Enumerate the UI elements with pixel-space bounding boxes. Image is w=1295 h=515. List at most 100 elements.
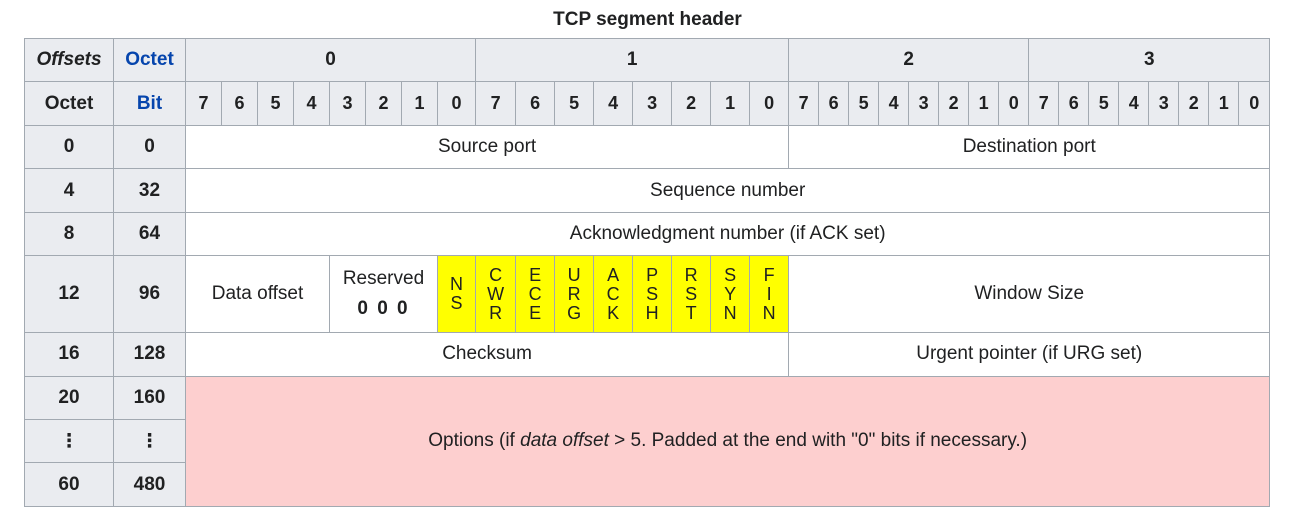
row-options-end: 60 480 [24, 462, 1270, 507]
row-bit: ⋮ [113, 418, 186, 464]
reserved-label: Reserved [342, 268, 425, 290]
bit-header: 1 [968, 81, 1000, 126]
flag-letter: S [685, 283, 698, 304]
sequence-number-field: Sequence number [184, 168, 1271, 213]
flag-letter: U [567, 264, 581, 285]
flag-letter: C [606, 283, 620, 304]
bit-link[interactable]: Bit [136, 92, 163, 114]
row-bit: 32 [113, 168, 186, 213]
bit-header: 5 [554, 81, 595, 126]
flag-letter: S [724, 264, 737, 285]
bit-header: 7 [475, 81, 517, 126]
row-options-start: 20 160 Options (if data offset > 5. Padd… [24, 375, 1271, 508]
window-size-field: Window Size [788, 255, 1271, 334]
bit-header: 6 [515, 81, 556, 126]
octet-1-header: 1 [475, 37, 790, 83]
bit-header: 4 [593, 81, 634, 126]
bit-header: 6 [1058, 81, 1090, 126]
header-row-octets: Offsets Octet 0 1 2 3 [24, 37, 1271, 83]
flag-letter: R [684, 264, 698, 285]
ack-number-field: Acknowledgment number (if ACK set) [184, 211, 1271, 257]
bit-header: 2 [938, 81, 970, 126]
offsets-label: Offsets [36, 49, 102, 71]
octet-link-header[interactable]: Octet [113, 37, 186, 83]
bit-header: 0 [1238, 81, 1271, 126]
flag-letter: C [528, 283, 542, 304]
flag-letter: E [529, 264, 542, 285]
reserved-value: 0 0 0 [357, 298, 410, 320]
row-ports: 0 0 Source port Destination port [24, 124, 1271, 170]
row-ack: 8 64 Acknowledgment number (if ACK set) [24, 211, 1271, 257]
options-field: Options (if data offset > 5. Padded at t… [184, 375, 1271, 508]
row-bit: 160 [113, 375, 186, 420]
bit-header: 2 [671, 81, 712, 126]
bit-header: 6 [818, 81, 850, 126]
bit-header: 6 [221, 81, 258, 126]
row-options-ellipsis: ⋮ ⋮ [24, 418, 1270, 464]
flag-letter: Y [724, 283, 737, 304]
reserved-field: Reserved 0 0 0 [329, 255, 438, 334]
checksum-field: Checksum [184, 332, 790, 377]
row-bit: 128 [113, 332, 186, 377]
flag-letter: R [489, 302, 503, 323]
row-bit: 96 [113, 255, 186, 334]
table-caption: TCP segment header [553, 9, 742, 30]
row-octet: 8 [24, 211, 114, 257]
flag-letter: N [762, 302, 776, 323]
flag-letter: C [489, 264, 503, 285]
flag-letter: F [763, 264, 775, 285]
row-octet: 16 [24, 332, 114, 377]
octet-3-header: 3 [1028, 37, 1271, 83]
flag-letter: A [607, 264, 620, 285]
urgent-pointer-field: Urgent pointer (if URG set) [788, 332, 1271, 377]
bit-header: 3 [632, 81, 673, 126]
bit-header: 1 [401, 81, 438, 126]
row-checksum: 16 128 Checksum Urgent pointer (if URG s… [24, 332, 1271, 377]
flag-letter: H [645, 302, 659, 323]
octet-2-header: 2 [788, 37, 1030, 83]
bit-header: 1 [1208, 81, 1240, 126]
row-octet: 4 [24, 168, 114, 213]
bit-header: 2 [365, 81, 402, 126]
offsets-header: Offsets [24, 37, 114, 83]
flag-letter: W [487, 283, 505, 304]
row-bit: 480 [113, 462, 186, 507]
bit-header: 5 [848, 81, 880, 126]
flag-letter: G [567, 302, 582, 323]
octet-link[interactable]: Octet [125, 49, 174, 71]
data-offset-field: Data offset [185, 255, 330, 334]
flag-letter: N [450, 274, 464, 295]
bit-header: 3 [908, 81, 940, 126]
options-text-post: > 5. Padded at the end with "0" bits if … [608, 430, 1028, 452]
bit-header: 7 [1028, 81, 1060, 126]
row-octet: 12 [24, 255, 114, 334]
flag-letter: T [685, 302, 697, 323]
options-text-em: data offset [520, 430, 609, 452]
bit-header: 5 [257, 81, 294, 126]
bit-header: 7 [788, 81, 820, 126]
flag-letter: K [607, 302, 620, 323]
bit-header: 0 [998, 81, 1030, 126]
options-text-pre: Options (if [428, 430, 521, 452]
flag-letter: E [529, 302, 542, 323]
tcp-header-table: Offsets Octet 0 1 2 3 Octet Bit 7 6 5 4 … [24, 37, 1271, 508]
bit-header: 4 [878, 81, 910, 126]
flag-letter: N [723, 302, 737, 323]
row-sequence: 4 32 Sequence number [24, 168, 1271, 213]
bit-header: 4 [1118, 81, 1150, 126]
destination-port-field: Destination port [788, 124, 1271, 170]
bit-link-header[interactable]: Bit [113, 81, 186, 126]
row-bit: 0 [113, 124, 186, 170]
flag-letter: S [450, 293, 463, 314]
bit-header: 1 [710, 81, 751, 126]
bit-header: 4 [293, 81, 330, 126]
